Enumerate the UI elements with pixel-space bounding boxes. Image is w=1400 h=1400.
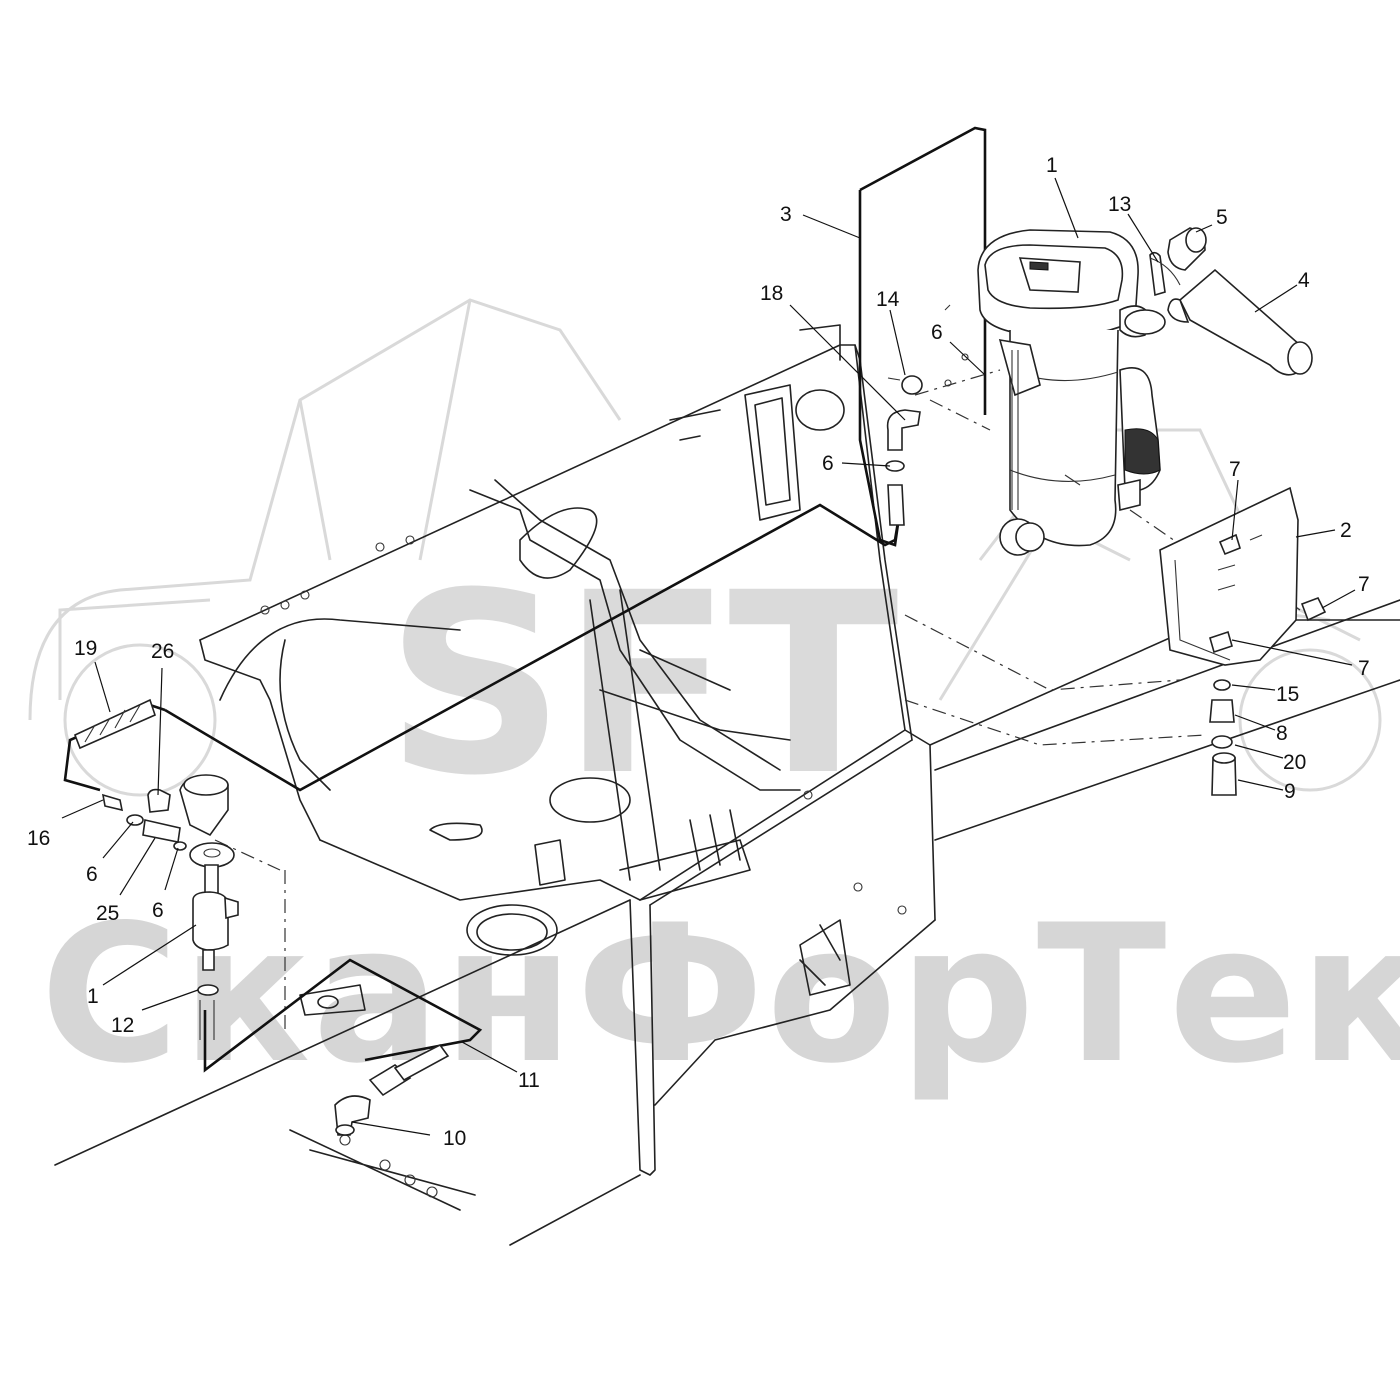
callout-7-lower: 7: [1358, 657, 1370, 680]
callout-11: 11: [518, 1069, 540, 1092]
callout-18: 18: [760, 282, 783, 305]
callout-15: 15: [1276, 683, 1299, 706]
fuel-line-elbow: [334, 1043, 450, 1136]
callout-5: 5: [1216, 206, 1228, 229]
callout-7-right: 7: [1358, 573, 1370, 596]
callout-19: 19: [74, 637, 97, 660]
callout-25: 25: [96, 902, 119, 925]
heater-unit: [977, 229, 1161, 556]
callout-9: 9: [1284, 780, 1296, 803]
callout-10: 10: [443, 1127, 466, 1150]
callout-13: 13: [1108, 193, 1131, 216]
mounting-bracket: [1159, 486, 1327, 666]
callout-6-top: 6: [931, 321, 943, 344]
callout-20: 20: [1283, 751, 1306, 774]
exhaust-pipes: [1124, 227, 1313, 376]
callout-14: 14: [876, 288, 900, 311]
callout-labels: 1 13 5 3 4 18 14 6 6 7 2 7 7 15 8 20 9 1…: [27, 154, 1370, 1150]
callout-26: 26: [151, 640, 174, 663]
callout-1-heater: 1: [1046, 154, 1058, 177]
callout-6-left: 6: [86, 863, 98, 886]
chassis-frame: [54, 324, 1400, 1246]
callout-6-left-b: 6: [152, 899, 164, 922]
fuel-pump-assembly: [73, 698, 239, 1040]
callout-4: 4: [1298, 269, 1310, 292]
callout-12: 12: [111, 1014, 134, 1037]
callout-1-pump: 1: [87, 985, 99, 1008]
callout-2: 2: [1340, 519, 1352, 542]
callout-16: 16: [27, 827, 50, 850]
fitting-stack: [1209, 679, 1237, 796]
small-parts-top: [885, 304, 969, 526]
callout-6-mid: 6: [822, 452, 834, 475]
watermark-brand: СканФорТек: [40, 884, 1400, 1105]
leader-lines: [61, 177, 1356, 1136]
callout-7-upper: 7: [1229, 458, 1241, 481]
callout-3: 3: [780, 203, 792, 226]
callout-8: 8: [1276, 722, 1288, 745]
